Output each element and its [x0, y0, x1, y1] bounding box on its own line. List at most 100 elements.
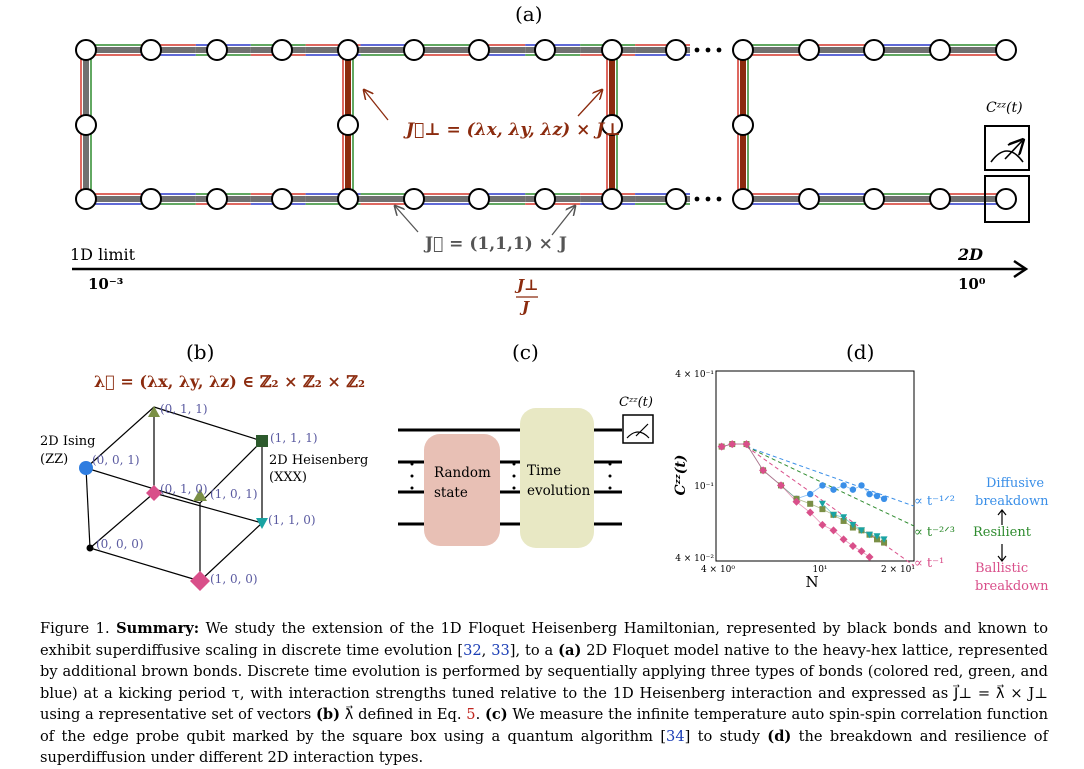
regime-arrows: [997, 509, 1007, 562]
jperp-arrow-left: [364, 90, 389, 121]
fit-line-2: [746, 446, 915, 567]
lattice-nodes: [75, 39, 1017, 210]
qubit-node: [995, 39, 1017, 61]
measurement-meter-box: [984, 125, 1030, 171]
probe-qubit-box: [984, 175, 1030, 223]
qubit-node: [403, 39, 425, 61]
data-point-3-7: [818, 520, 827, 529]
data-point-0-14: [880, 495, 888, 503]
ytick-top: 4 × 10⁻¹: [675, 370, 714, 380]
qubit-node: [75, 114, 97, 136]
ellipsis-dots-top: [694, 47, 722, 53]
vertex-010: (0, 1, 0): [160, 482, 208, 496]
data-point-0-9: [840, 482, 847, 489]
qubit-node: [798, 188, 820, 210]
data-point-2-7: [880, 536, 888, 543]
vertex-111: (1, 1, 1): [270, 431, 318, 445]
qubit-node: [732, 188, 754, 210]
circuit-meter-label: Cᶻᶻ(t): [619, 395, 653, 410]
x-axis-label: N: [805, 573, 818, 591]
random-state-label-2: state: [434, 485, 468, 501]
ising-label-zz: (ZZ): [40, 452, 69, 467]
data-point-3-12: [865, 552, 874, 561]
marker-001: [79, 461, 93, 475]
data-point-1-9: [840, 517, 847, 524]
data-point-1-6: [807, 500, 814, 507]
data-point-3-0: [717, 442, 726, 451]
panel-a-label: (a): [515, 2, 543, 26]
marker-111: [256, 435, 268, 447]
chart-frame: [715, 370, 915, 562]
circuit-meter-box: [622, 414, 654, 444]
qubit-node: [468, 39, 490, 61]
vertex-100: (1, 0, 0): [210, 572, 258, 586]
fit-label-diffusive: ∝ t⁻¹ᐟ²: [914, 494, 955, 509]
panel-b-label: (b): [186, 340, 215, 364]
time-evolution-block: [520, 408, 594, 548]
data-point-2-2: [840, 514, 848, 521]
qubit-node: [403, 188, 425, 210]
heisenberg-label-xxx: (XXX): [269, 470, 307, 485]
qubit-node: [929, 188, 951, 210]
data-point-0-12: [866, 490, 873, 498]
qubit-node: [75, 188, 97, 210]
data-point-3-2: [742, 440, 751, 449]
axis-ratio-denominator: J: [522, 298, 530, 316]
data-point-3-5: [792, 497, 801, 506]
equation-ref[interactable]: 5: [466, 706, 476, 723]
data-point-3-10: [848, 541, 857, 550]
qubit-node: [732, 39, 754, 61]
qubit-node: [929, 39, 951, 61]
correlation-decay-chart: 4 × 10⁻¹ 10⁻¹ 4 × 10⁻² 4 × 10⁰ 10¹ 2 × 1…: [673, 370, 915, 591]
ellipsis-dots-bottom: [694, 196, 722, 202]
quantum-circuit-diagram: [398, 408, 654, 548]
qubit-node: [798, 39, 820, 61]
diffusive-label-2: breakdown: [975, 494, 1049, 509]
meter-gauge-icon: [990, 150, 1024, 163]
y-axis-label: Cᶻᶻ(t): [673, 455, 689, 496]
fit-line-1: [746, 446, 915, 527]
ballistic-label: Ballistic: [975, 561, 1029, 576]
time-evolution-label: Time: [527, 463, 562, 479]
data-point-0-10: [849, 486, 857, 493]
panel-d-label: (d): [846, 340, 875, 364]
citation-32[interactable]: 32: [463, 641, 482, 659]
data-point-2-5: [866, 531, 874, 539]
qubit-node: [75, 39, 97, 61]
heavy-hex-lattice-diagram: [72, 39, 1030, 298]
heisenberg-label: 2D Heisenberg: [269, 453, 369, 468]
parameter-cube-diagram: [79, 406, 268, 591]
qubit-node: [271, 39, 293, 61]
data-point-3-6: [806, 508, 815, 517]
xtick-2: 10¹: [812, 565, 827, 575]
qubit-node: [601, 188, 623, 210]
data-point-2-1: [829, 511, 837, 519]
marker-101: [193, 489, 207, 501]
random-state-label: Random: [434, 465, 491, 481]
qubit-node: [863, 39, 885, 61]
qubit-node: [534, 188, 556, 210]
citation-33[interactable]: 33: [491, 641, 510, 659]
caption-fig: Figure 1.: [40, 620, 110, 637]
vertex-001: (0, 0, 1): [92, 453, 140, 467]
j-arrow-right: [551, 206, 575, 236]
marker-010: [146, 485, 162, 501]
j-equation: J⃗ = (1,1,1) × J: [425, 234, 567, 254]
citation-34[interactable]: 34: [666, 727, 685, 745]
fit-label-resilient: ∝ t⁻²ᐟ³: [914, 525, 955, 540]
fit-line-0: [746, 446, 915, 507]
vertex-110: (1, 1, 0): [268, 513, 316, 527]
marker-000: [86, 544, 94, 552]
jperp-arrow-right: [577, 90, 602, 117]
panel-c-label: (c): [512, 340, 539, 364]
vertex-101: (1, 0, 1): [210, 487, 258, 501]
data-point-1-7: [819, 506, 826, 513]
data-point-0-8: [830, 486, 837, 493]
qubit-node: [732, 114, 754, 136]
qubit-node: [271, 188, 293, 210]
data-point-3-1: [728, 440, 737, 449]
data-point-0-7: [819, 482, 826, 489]
qubit-node: [665, 39, 687, 61]
qubit-node: [468, 188, 490, 210]
diffusive-label: Diffusive: [986, 476, 1045, 491]
